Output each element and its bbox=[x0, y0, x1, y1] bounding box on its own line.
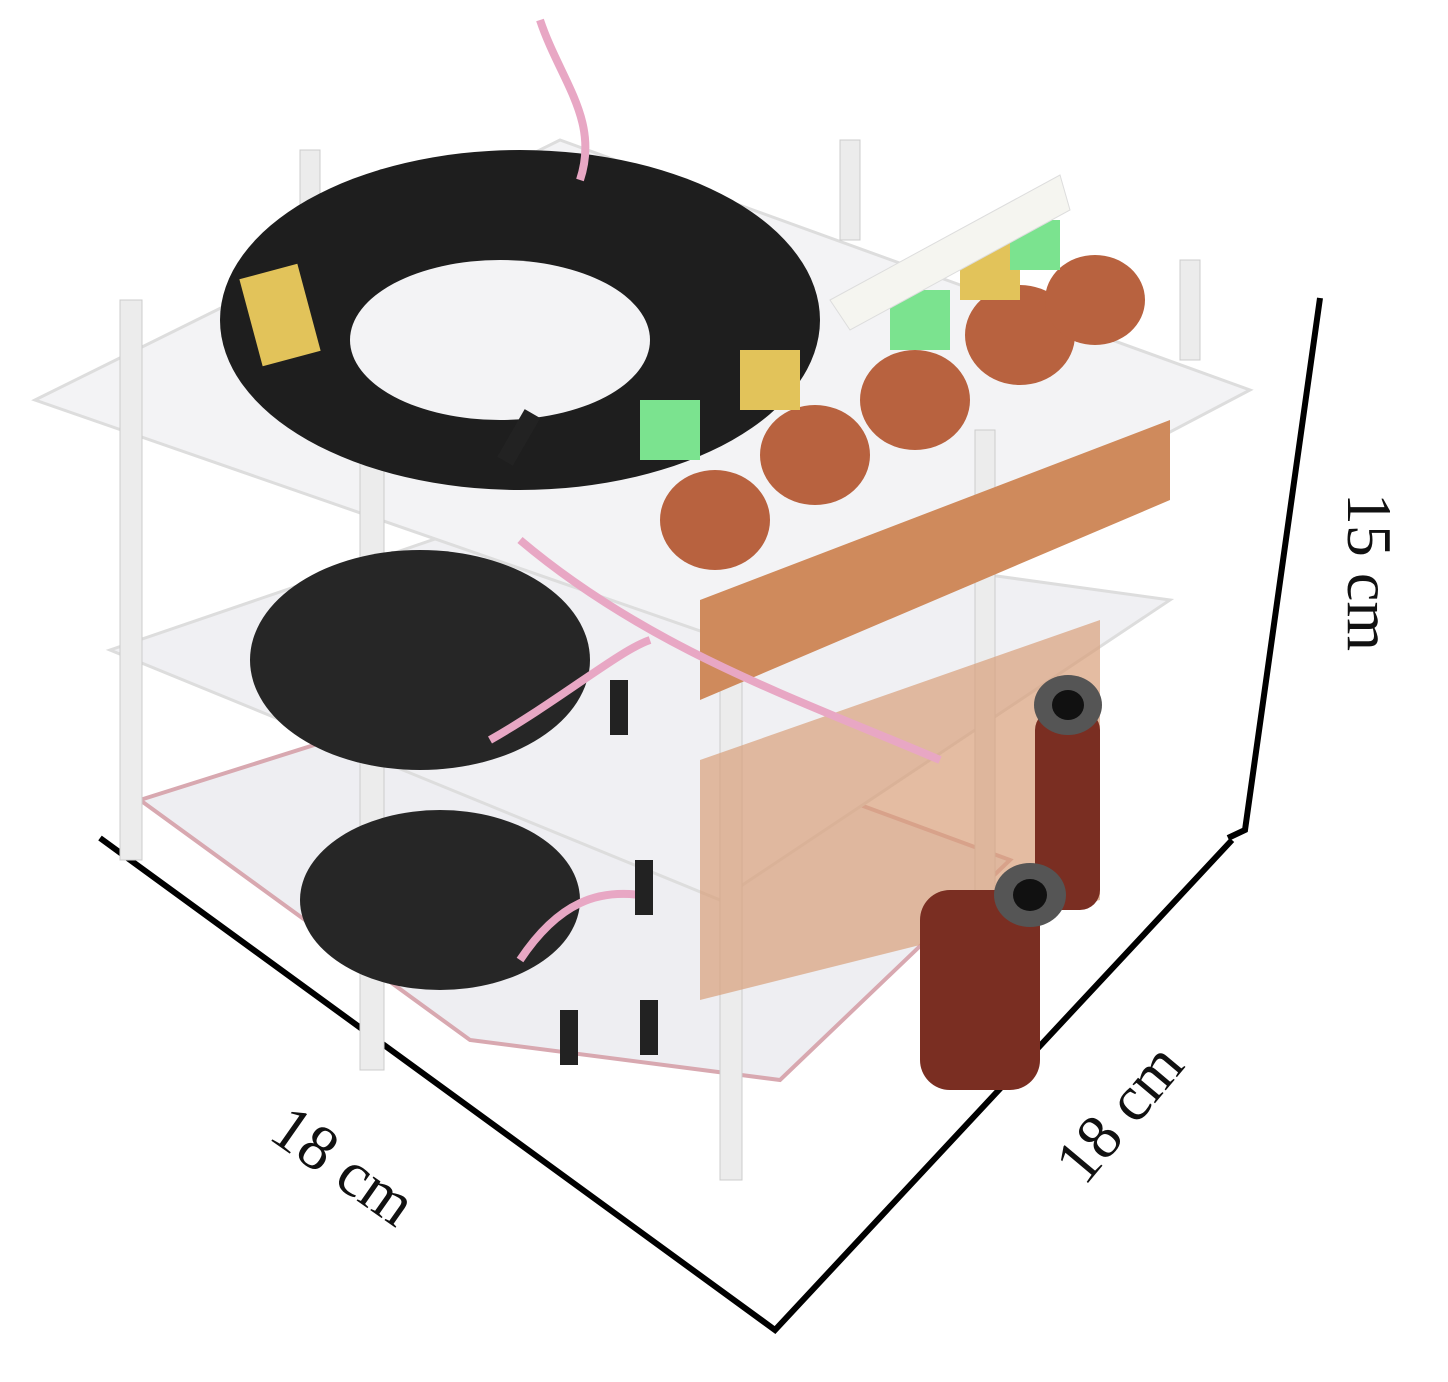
depth-dimension-line bbox=[98, 835, 1235, 1334]
height-dimension-label: 15 cm bbox=[1334, 492, 1406, 652]
height-dimension-line bbox=[1226, 297, 1323, 841]
